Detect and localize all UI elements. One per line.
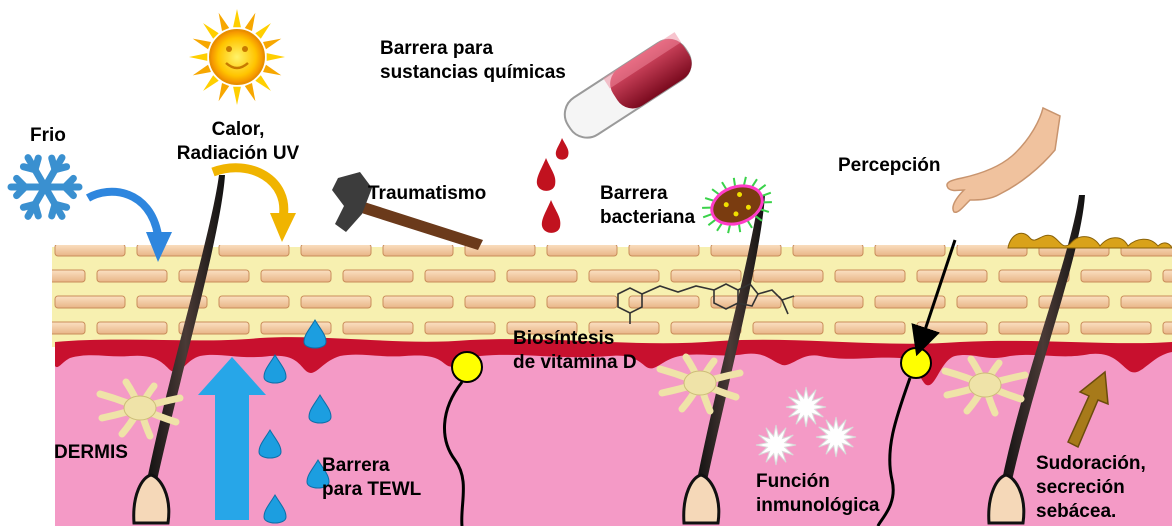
corneocyte-brick <box>1163 322 1172 334</box>
corneocyte-brick <box>97 270 167 282</box>
corneocyte-brick <box>383 296 453 308</box>
corneocyte-brick <box>55 244 125 256</box>
corneocyte-brick <box>15 270 85 282</box>
corneocyte-brick <box>137 244 207 256</box>
corneocyte-brick <box>711 244 781 256</box>
corneocyte-brick <box>671 270 741 282</box>
corneocyte-brick <box>753 322 823 334</box>
snowflake-icon <box>11 153 79 221</box>
bacteriana-label: Barrera bacteriana <box>600 182 695 230</box>
corneocyte-brick <box>1081 270 1151 282</box>
corneocyte-brick <box>343 270 413 282</box>
corneocyte-brick <box>261 270 331 282</box>
sun-icon <box>189 9 285 105</box>
corneocyte-brick <box>629 296 699 308</box>
calor-label: Calor, Radiación UV <box>168 118 308 166</box>
quimicas-label: Barrera para sustancias químicas <box>380 37 566 85</box>
corneocyte-brick <box>793 296 863 308</box>
corneocyte-brick <box>1163 270 1172 282</box>
corneocyte-brick <box>629 244 699 256</box>
hand-icon <box>947 108 1060 212</box>
corneocyte-brick <box>425 270 495 282</box>
corneocyte-brick <box>219 296 289 308</box>
corneocyte-brick <box>1039 296 1109 308</box>
corneocyte-brick <box>793 244 863 256</box>
corneocyte-brick <box>917 270 987 282</box>
corneocyte-brick <box>15 322 85 334</box>
corneocyte-brick <box>383 244 453 256</box>
corneocyte-brick <box>999 322 1069 334</box>
corneocyte-brick <box>835 322 905 334</box>
corneocyte-brick <box>957 296 1027 308</box>
corneocyte-brick <box>753 270 823 282</box>
heat-arrow-head <box>270 213 296 242</box>
tewl-label: Barrera para TEWL <box>322 454 421 502</box>
cold-arrow <box>88 192 158 235</box>
corneocyte-brick <box>507 270 577 282</box>
corneocyte-brick <box>301 296 371 308</box>
corneocyte-brick <box>547 296 617 308</box>
dermis-label: DERMIS <box>54 441 128 465</box>
sebum-icon <box>1008 233 1172 248</box>
inmunologica-label: Función inmunológica <box>756 470 880 518</box>
corneocyte-brick <box>465 296 535 308</box>
corneocyte-brick <box>219 244 289 256</box>
corneocyte-brick <box>425 322 495 334</box>
corneocyte-brick <box>875 244 945 256</box>
corneocyte-brick <box>547 244 617 256</box>
corneocyte-brick <box>343 322 413 334</box>
vitamina-d-label: Biosíntesis de vitamina D <box>513 327 637 375</box>
corneocyte-brick <box>301 244 371 256</box>
blood-drop-icon <box>537 138 569 233</box>
corneocyte-brick <box>97 322 167 334</box>
sudoracion-label: Sudoración, secreción sebácea. <box>1036 452 1146 524</box>
corneocyte-brick <box>179 270 249 282</box>
corneocyte-brick <box>55 296 125 308</box>
corneocyte-brick <box>835 270 905 282</box>
frio-label: Frio <box>30 124 66 148</box>
corneocyte-brick <box>1121 296 1172 308</box>
bacterium-icon <box>694 168 780 243</box>
test-tube-icon <box>557 32 698 145</box>
corneocyte-brick <box>589 270 659 282</box>
percepcion-label: Percepción <box>838 154 940 178</box>
corneocyte-brick <box>1081 322 1151 334</box>
traumatismo-label: Traumatismo <box>368 182 486 206</box>
